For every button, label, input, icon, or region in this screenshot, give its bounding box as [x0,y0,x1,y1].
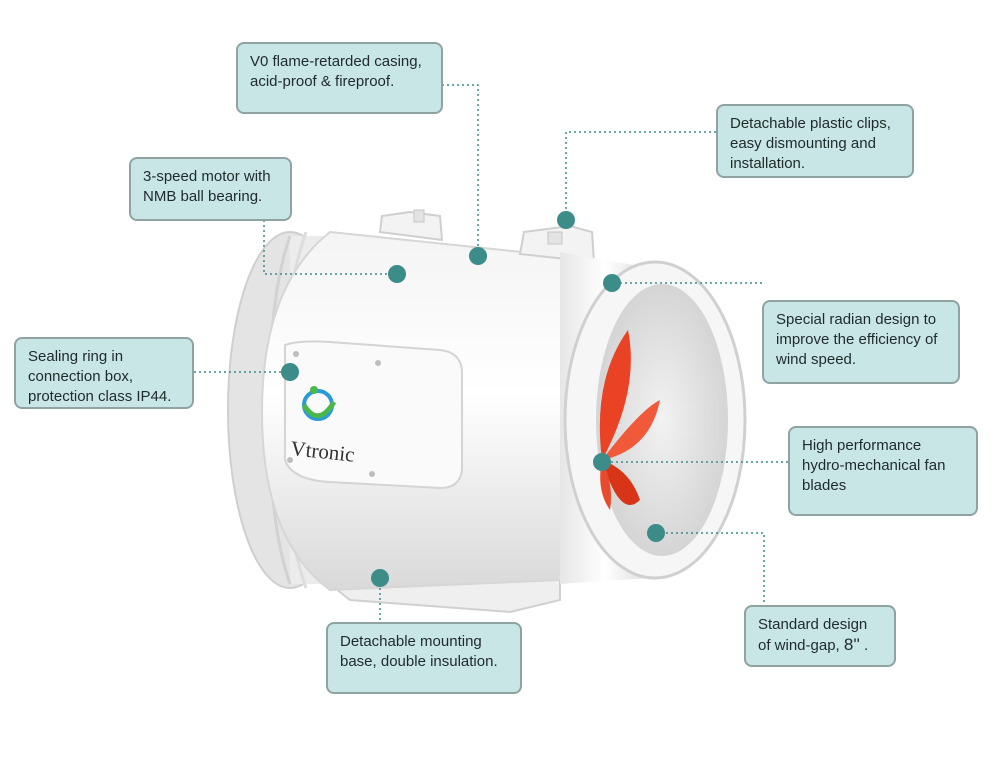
callout-sealing-line2: connection box, [28,368,134,385]
marker-clips [557,211,575,229]
callout-clips-line2: easy dismounting and [730,135,876,152]
callout-radian-line1: Special radian design to [776,311,937,328]
marker-motor [388,265,406,283]
callout-casing-line1: V0 flame-retarded casing, [250,53,422,70]
marker-casing [469,247,487,265]
callout-motor-line1: 3-speed motor with [143,168,271,185]
callout-blades-line2: hydro-mechanical fan [802,457,946,474]
marker-base [371,569,389,587]
callout-radian: Special radian design to improve the eff… [762,300,960,384]
callout-clips-line3: installation. [730,155,806,172]
callout-sealing-line3: protection class IP44. [28,388,172,405]
callout-sealing: Sealing ring in connection box, protecti… [14,337,194,409]
callout-radian-line3: wind speed. [776,351,857,368]
callout-blades-line3: blades [802,477,847,494]
marker-blades [593,453,611,471]
callout-sealing-line1: Sealing ring in [28,348,124,365]
callout-base-line2: base, double insulation. [340,653,498,670]
callout-markers [281,211,665,587]
callout-casing: V0 flame-retarded casing, acid-proof & f… [236,42,443,114]
callout-base: Detachable mounting base, double insulat… [326,622,522,694]
vtronic-logo: Vtronic [289,386,356,467]
front-outlet [560,252,747,584]
callout-blades-line1: High performance [802,437,922,454]
callout-windgap: Standard design of wind-gap, 8'' . [744,605,896,667]
callout-motor: 3-speed motor with NMB ball bearing. [129,157,292,221]
marker-windgap [647,524,665,542]
callout-radian-line2: improve the efficiency of [776,331,938,348]
callout-clips-line1: Detachable plastic clips, [730,115,891,132]
fan-body [260,230,642,592]
callout-casing-line2: acid-proof & fireproof. [250,73,395,90]
windgap-suffix: . [859,637,869,654]
fan-blades [599,330,660,510]
callout-windgap-line1: Standard design [758,616,868,633]
callout-clips: Detachable plastic clips, easy dismounti… [716,104,914,178]
marker-sealing [281,363,299,381]
windgap-prefix: of wind-gap, [758,637,844,654]
leader-lines [194,84,788,622]
callout-motor-line2: NMB ball bearing. [143,188,263,205]
callout-base-line1: Detachable mounting [340,633,482,650]
callout-blades: High performance hydro-mechanical fan bl… [788,426,978,516]
callout-windgap-line2: of wind-gap, 8'' . [758,635,882,656]
marker-radian [603,274,621,292]
windgap-size: 8'' [843,635,860,654]
